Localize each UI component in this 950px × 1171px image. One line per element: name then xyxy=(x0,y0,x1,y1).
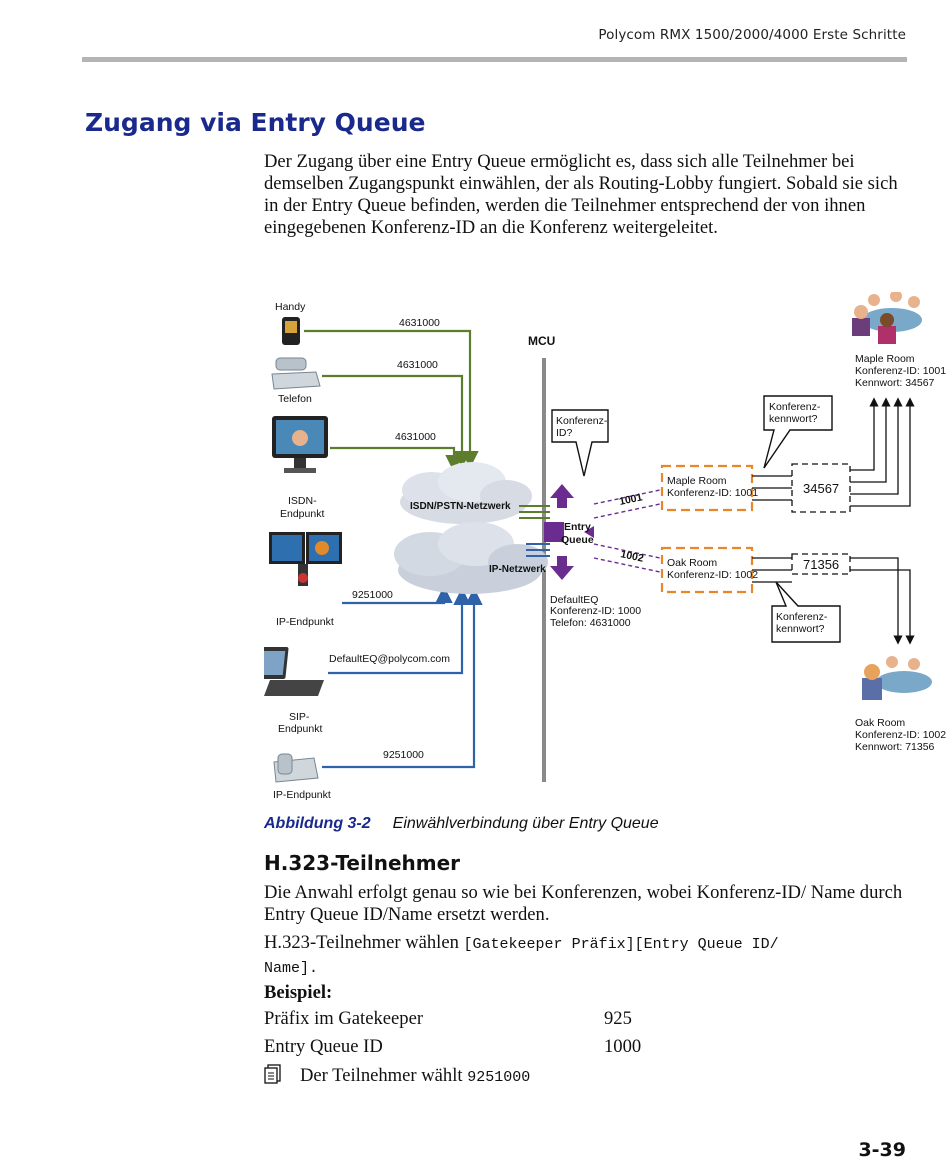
oak-conference-name: Oak Room xyxy=(667,557,717,569)
password-callout-top-text-2: kennwort? xyxy=(769,413,818,425)
example-note: Der Teilnehmer wählt 9251000 xyxy=(264,1064,530,1087)
subsection-title: H.323-Teilnehmer xyxy=(264,851,461,875)
isdn-network-label: ISDN/PSTN-Netzwerk xyxy=(410,501,511,512)
telefon-dial-number: 4631000 xyxy=(397,359,438,371)
oak-room-icon xyxy=(862,656,932,700)
password-callout-bottom-text-2: kennwort? xyxy=(776,623,825,635)
maple-conference-box xyxy=(660,464,754,512)
ip-telephone-icon xyxy=(273,753,319,783)
note-text: Der Teilnehmer wählt xyxy=(300,1065,468,1086)
telefon-connection xyxy=(322,374,471,469)
password-callout-bottom-text-1: Konferenz- xyxy=(776,611,828,623)
example-row-prefix: Präfix im Gatekeeper 925 xyxy=(264,1008,632,1030)
maple-room-id: Konferenz-ID: 1001 xyxy=(855,365,946,377)
isdn-dial-number: 4631000 xyxy=(395,431,436,443)
handy-dial-number: 4631000 xyxy=(399,317,440,329)
note-dial-code: 9251000 xyxy=(467,1069,531,1086)
isdn-connection xyxy=(330,446,463,473)
sip-connection xyxy=(328,587,471,675)
route-1002-label: 1002 xyxy=(619,548,644,565)
telephone-icon xyxy=(271,357,321,390)
dial-instruction-text: H.323-Teilnehmer wählen xyxy=(264,932,464,953)
ip-endpoint-icon xyxy=(269,532,342,586)
maple-room-name: Maple Room xyxy=(855,353,915,365)
entry-queue-diagram: MCU Handy Telefon ISDN- Endpunkt IP-Endp… xyxy=(264,292,950,810)
route-1002 xyxy=(593,543,661,573)
conference-id-callout-text-2: ID? xyxy=(556,427,573,439)
ip-telephone-connection xyxy=(322,587,483,769)
default-eq-phone: Telefon: 4631000 xyxy=(550,617,631,629)
page-number: 3-39 xyxy=(858,1139,906,1161)
entry-queue-label-1: Entry xyxy=(564,521,591,533)
password-callout-top xyxy=(763,395,833,469)
oak-password-box xyxy=(791,553,851,575)
running-header: Polycom RMX 1500/2000/4000 Erste Schritt… xyxy=(598,27,906,43)
figure-caption-text: Einwählverbindung über Entry Queue xyxy=(392,815,659,832)
intro-paragraph: Der Zugang über eine Entry Queue ermögli… xyxy=(264,151,898,238)
telefon-label: Telefon xyxy=(278,393,312,405)
maple-conference-name: Maple Room xyxy=(667,475,727,487)
ip-endpoint-label: IP-Endpunkt xyxy=(276,616,334,628)
ip-cloud xyxy=(394,522,548,594)
dial-syntax-part-2: Name]. xyxy=(264,960,319,977)
sip-endpoint-icon xyxy=(264,647,324,696)
oak-password: 71356 xyxy=(803,557,839,572)
sip-endpoint-label-1: SIP- xyxy=(289,711,310,723)
subsection-paragraph-2: H.323-Teilnehmer wählen [Gatekeeper Präf… xyxy=(264,932,904,980)
default-eq-label: DefaultEQ xyxy=(550,594,598,606)
dial-syntax-part-1: [Gatekeeper Präfix][Entry Queue ID/ xyxy=(463,936,779,953)
ip-dial-number: 9251000 xyxy=(352,589,393,601)
maple-password: 34567 xyxy=(803,481,839,496)
password-callout-bottom xyxy=(771,581,841,643)
isdn-endpoint-label-1: ISDN- xyxy=(288,495,317,507)
header-rule xyxy=(82,57,907,62)
maple-room-icon xyxy=(852,292,922,344)
ip-connection xyxy=(342,585,453,605)
subsection-paragraph-1: Die Anwahl erfolgt genau so wie bei Konf… xyxy=(264,882,903,925)
mcu-label: MCU xyxy=(528,334,555,348)
isdn-endpoint-label-2: Endpunkt xyxy=(280,508,324,520)
example-row-label: Entry Queue ID xyxy=(264,1036,383,1057)
oak-room-name: Oak Room xyxy=(855,717,905,729)
example-row-label: Präfix im Gatekeeper xyxy=(264,1008,424,1029)
entry-queue-label-2: Queue xyxy=(561,534,594,546)
notepad-icon xyxy=(264,1064,282,1084)
ip-telephone-dial-number: 9251000 xyxy=(383,749,424,761)
oak-conference-id: Konferenz-ID: 1002 xyxy=(667,569,758,581)
route-1001 xyxy=(593,489,661,519)
example-row-value: 925 xyxy=(604,1008,632,1029)
password-callout-top-text-1: Konferenz- xyxy=(769,401,821,413)
maple-room-password: Kennwort: 34567 xyxy=(855,377,935,389)
entry-queue-shape xyxy=(544,484,594,580)
figure-number: Abbildung 3-2 xyxy=(264,815,371,832)
maple-password-box xyxy=(791,463,851,513)
isdn-endpoint-icon xyxy=(272,416,328,473)
default-eq-id: Konferenz-ID: 1000 xyxy=(550,605,641,617)
conference-id-callout-text-1: Konferenz- xyxy=(556,415,608,427)
example-row-value: 1000 xyxy=(604,1036,642,1057)
ip-telephone-label: IP-Endpunkt xyxy=(273,789,331,801)
figure-caption: Abbildung 3-2 Einwählverbindung über Entr… xyxy=(264,815,659,833)
section-title: Zugang via Entry Queue xyxy=(85,108,426,137)
isdn-cloud xyxy=(400,462,532,524)
handy-icon xyxy=(282,317,300,345)
maple-conference-id: Konferenz-ID: 1001 xyxy=(667,487,758,499)
sip-endpoint-label-2: Endpunkt xyxy=(278,723,322,735)
handy-connection xyxy=(304,329,479,469)
example-row-eq-id: Entry Queue ID 1000 xyxy=(264,1036,641,1058)
oak-room-password: Kennwort: 71356 xyxy=(855,741,935,753)
sip-dial-address: DefaultEQ@polycom.com xyxy=(329,653,450,665)
example-label: Beispiel: xyxy=(264,982,333,1003)
handy-label: Handy xyxy=(275,301,306,313)
route-1001-label: 1001 xyxy=(618,491,643,508)
conference-id-callout xyxy=(551,409,609,477)
ip-network-label: IP-Netzwerk xyxy=(489,564,546,575)
oak-room-id: Konferenz-ID: 1002 xyxy=(855,729,946,741)
